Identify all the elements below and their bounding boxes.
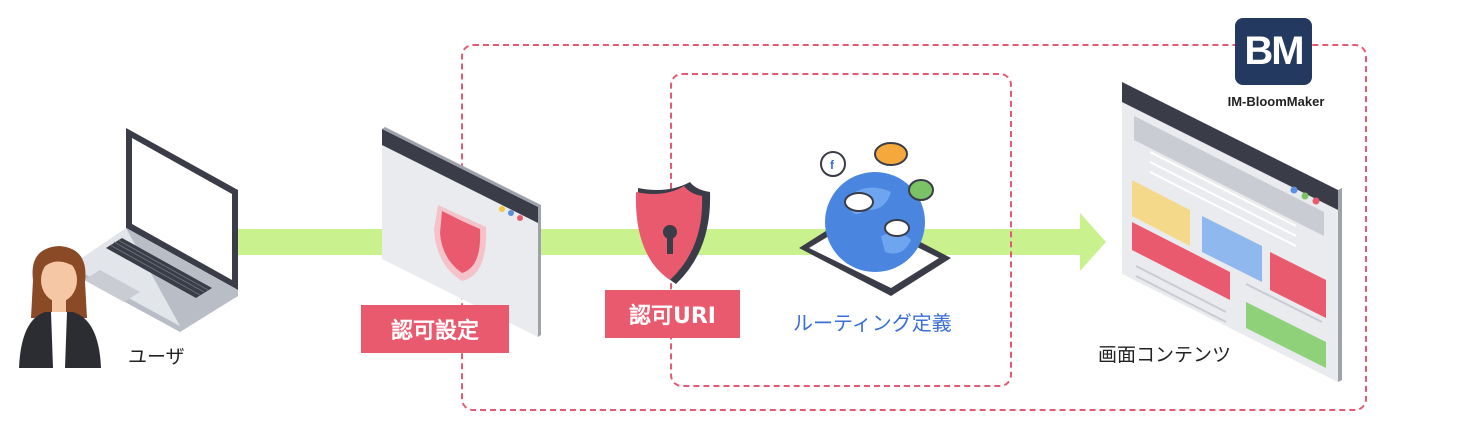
globe-routing-icon: f: [799, 142, 951, 296]
bloommaker-logo: BM: [1235, 18, 1312, 85]
svg-text:f: f: [830, 158, 835, 172]
auth-uri-label: 認可URI: [605, 290, 740, 338]
shield-lock-icon: [635, 182, 711, 284]
laptop-icon: [80, 128, 238, 332]
screen-content-window-icon: [1122, 82, 1342, 382]
auth-settings-window-icon: [382, 127, 541, 337]
auth-settings-label: 認可設定: [361, 305, 509, 353]
user-avatar: [19, 246, 101, 368]
routing-label: ルーティング定義: [793, 311, 952, 335]
screen-content-label: 画面コンテンツ: [1098, 344, 1232, 366]
user-label: ユーザ: [128, 346, 185, 368]
bloommaker-name: IM-BloomMaker: [1227, 94, 1325, 109]
